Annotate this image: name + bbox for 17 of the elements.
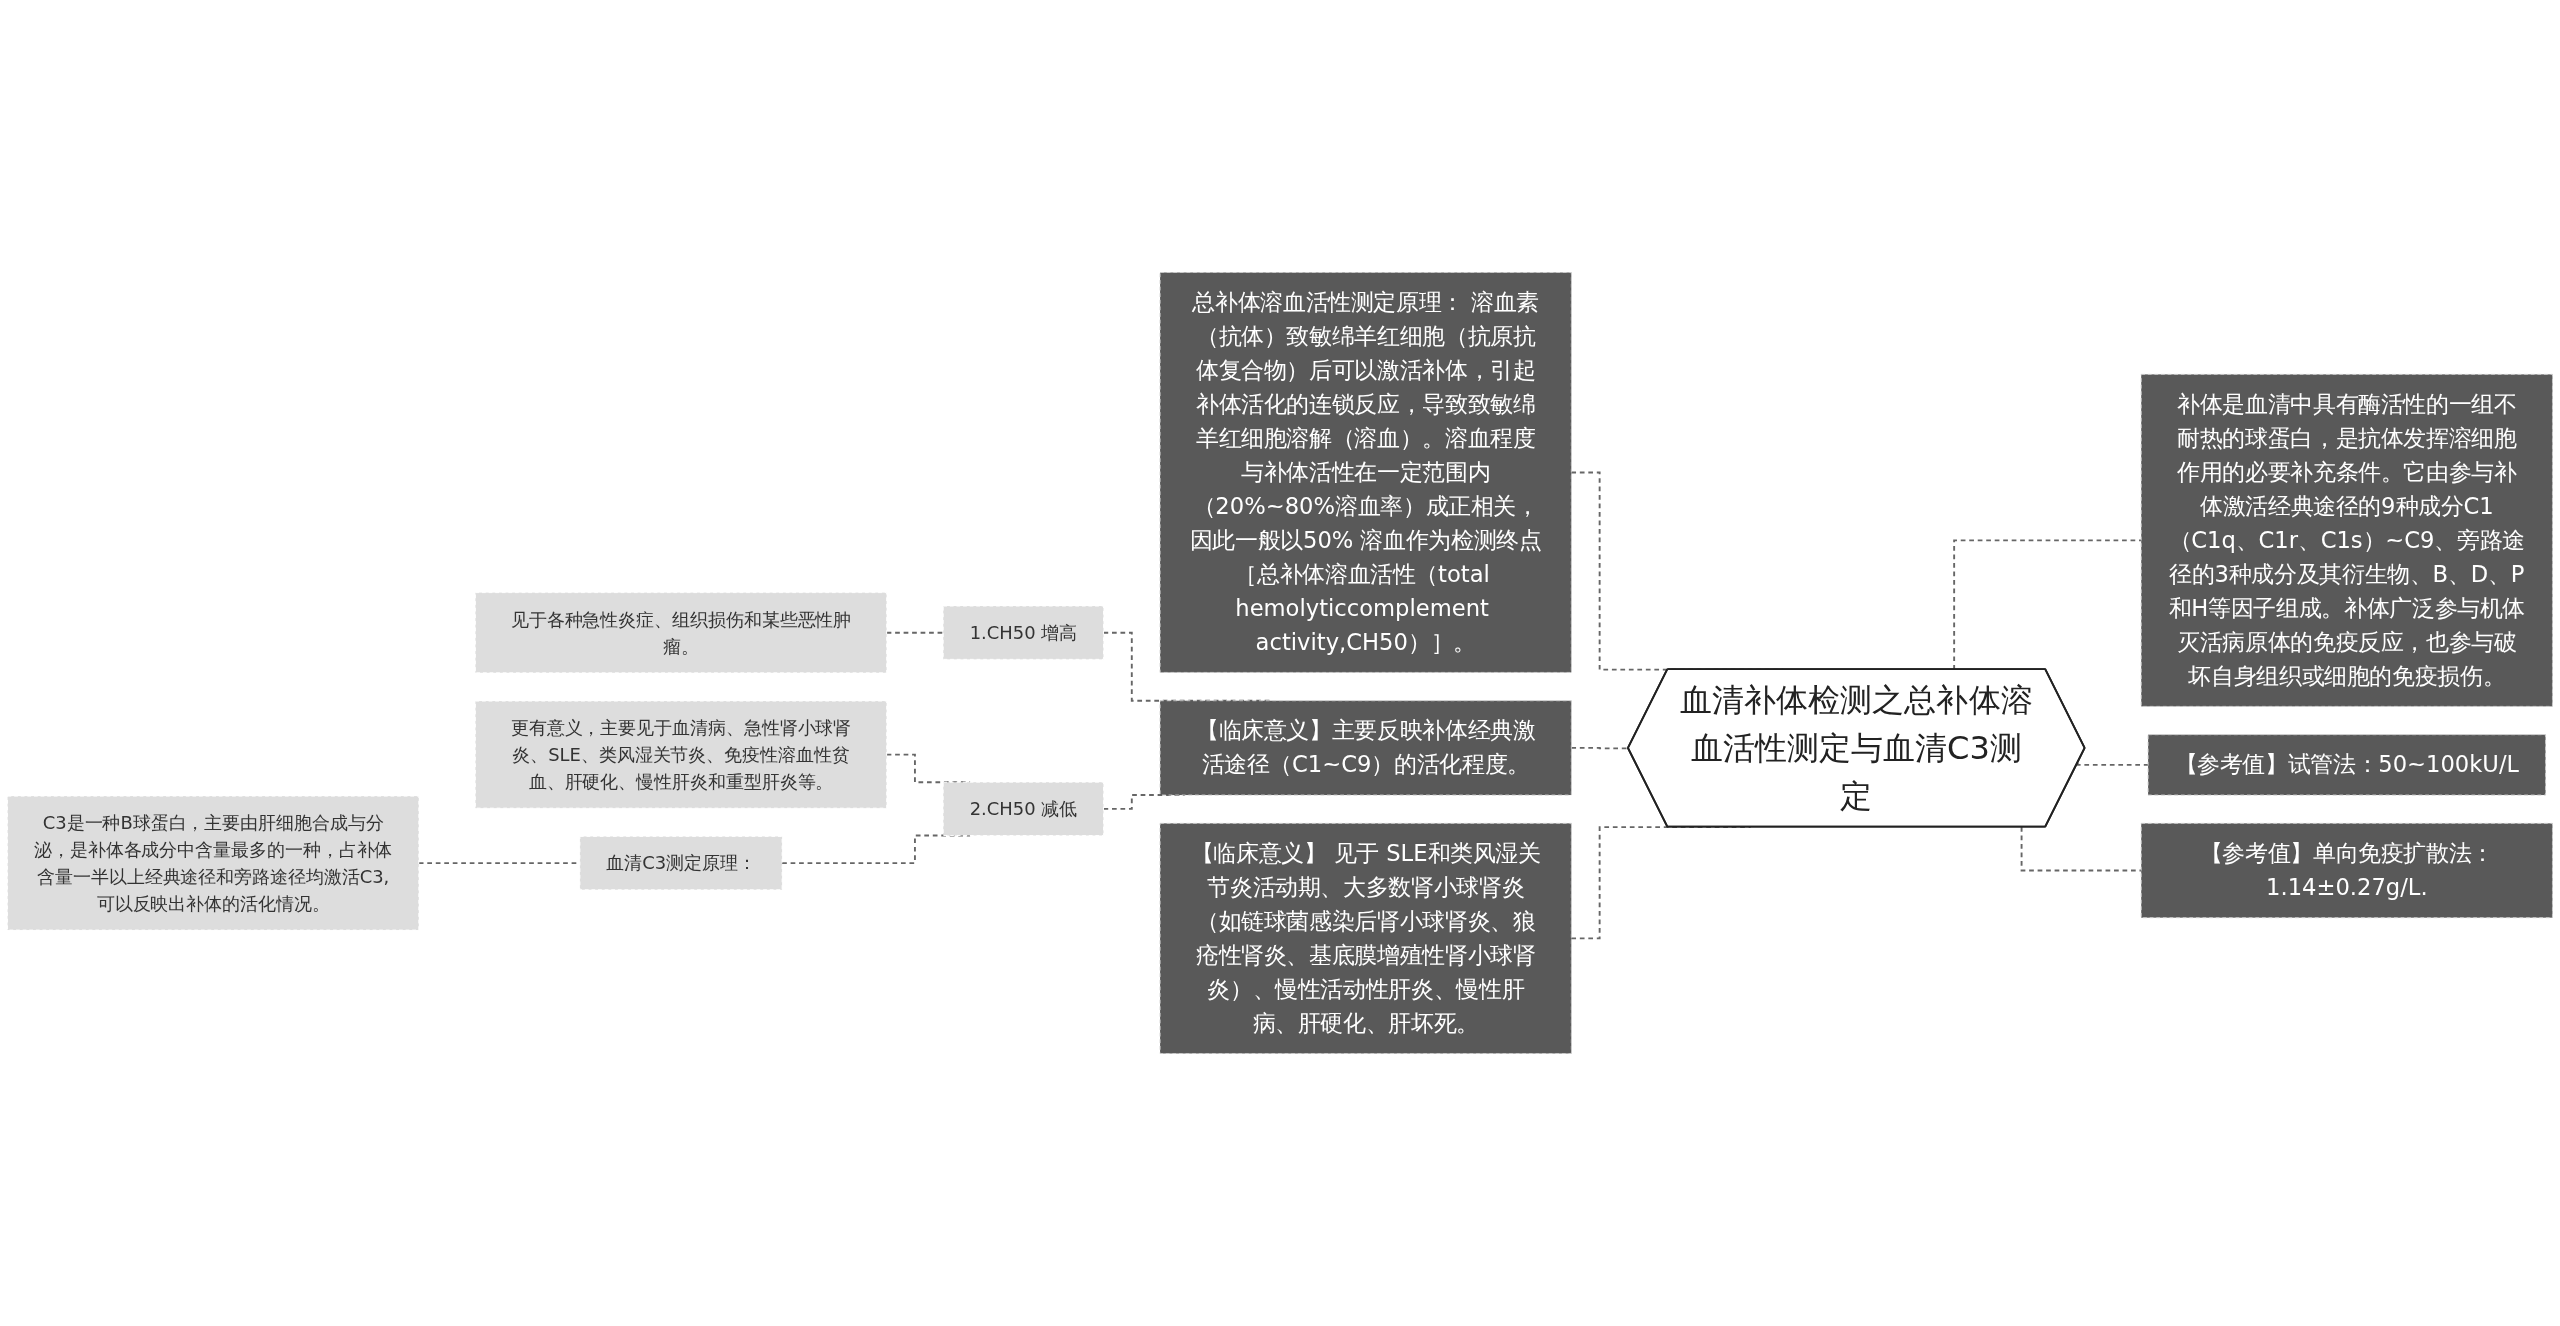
connector bbox=[1953, 539, 2143, 671]
node-box: 见于各种急性炎症、组织损伤和某些恶性肿瘤。 bbox=[474, 592, 888, 674]
connector bbox=[1570, 746, 1630, 750]
connector bbox=[2020, 826, 2143, 872]
node-box: 【临床意义】 见于 SLE和类风湿关节炎活动期、大多数肾小球肾炎（如链球菌感染后肾小球肾炎、狼疮性肾炎、基底膜增殖性肾小球肾炎）、慢性活动性肝炎、慢性肝病、肝硬化、肝坏死。 bbox=[1159, 822, 1572, 1054]
node-box: 更有意义，主要见于血清病、急性肾小球肾炎、SLE、类风湿关节炎、免疫性溶血性贫血、肝硬化、慢性肝炎和重型肝炎等。 bbox=[474, 700, 888, 809]
node-box: 【临床意义】主要反映补体经典激活途径（C1~C9）的活化程度。 bbox=[1159, 700, 1572, 796]
connector bbox=[2076, 762, 2150, 766]
node-box: 【参考值】试管法：50~100kU/L bbox=[2147, 734, 2547, 796]
node-box: 2.CH50 减低 bbox=[942, 781, 1104, 836]
connector bbox=[885, 631, 945, 634]
node-box: 总补体溶血活性测定原理： 溶血素（抗体）致敏绵羊红细胞（抗原抗体复合物）后可以激活补体，引起补体活化的连锁反应，导致致敏绵羊红细胞溶解（溶血）。溶血程度与补体活性在一定范围内（20%~80%溶血率）成正相关，因此一般以50% 溶血作为检测终点［总补体溶血活性（total hemolyticcomplement activity,CH50）］。 bbox=[1159, 272, 1572, 673]
node-box: C3是一种B球蛋白，主要由肝细胞合成与分泌，是补体各成分中含量最多的一种，占补体含量一半以上经典途径和旁路途径均激活C3,可以反映出补体的活化情况。 bbox=[7, 795, 420, 931]
node-box: 血清C3测定原理： bbox=[579, 835, 783, 891]
node-box: 1.CH50 增高 bbox=[942, 605, 1104, 660]
node-box: 【参考值】单向免疫扩散法：1.14±0.27g/L. bbox=[2140, 822, 2553, 919]
node-box: 补体是血清中具有酶活性的一组不耐热的球蛋白，是抗体发挥溶细胞作用的必要补充条件。它由参与补体激活经典途径的9种成分C1（C1q、C1r、C1s）~C9、旁路途径的3种成分及其衍生物、B、D、P和H等因子组成。补体广泛参与机体灭活病原体的免疫反应，也参与破坏自身组织或细胞的免疫损伤。 bbox=[2140, 373, 2553, 707]
